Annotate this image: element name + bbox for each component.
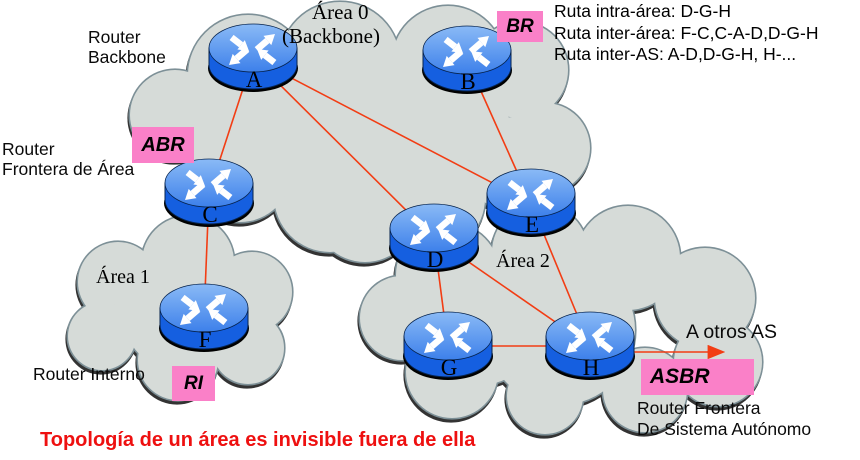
area1-title: Área 1 (96, 266, 150, 288)
router-e: E (486, 169, 576, 237)
area0-title: Área 0 (312, 0, 369, 24)
area-border-router-label: Router Frontera de Área (2, 139, 134, 179)
router-label: B (460, 69, 475, 94)
route-inter-as: Ruta inter-AS: A-D,D-G-H, H-... (554, 44, 797, 64)
route-intra-area: Ruta intra-área: D-G-H (554, 1, 731, 21)
router-label: G (441, 355, 458, 380)
asbr-router-label: Router Frontera De Sistema Autónomo (637, 398, 811, 440)
router-d: D (389, 204, 479, 272)
router-label: D (427, 247, 444, 272)
external-as-label: A otros AS (686, 321, 778, 343)
router-label: E (525, 212, 539, 237)
router-label: A (246, 67, 263, 92)
area2-title: Área 2 (496, 250, 550, 272)
bottom-note: Topología de un área es invisible fuera … (40, 429, 476, 451)
asbr-router-label-line2: De Sistema Autónomo (637, 419, 812, 439)
router-f: F (159, 284, 249, 352)
area-border-router-label-line1: Router (2, 139, 55, 159)
route-inter-area: Ruta inter-área: F-C,C-A-D,D-G-H (554, 22, 819, 43)
area-border-router-label-line2: Frontera de Área (2, 159, 135, 179)
area0-subtitle: (Backbone) (282, 24, 380, 48)
router-label: H (583, 355, 600, 380)
backbone-router-label-line1: Router (88, 27, 141, 47)
asbr-router-label-line1: Router Frontera (637, 398, 761, 418)
link-a-d (252, 57, 435, 239)
router-h: H (545, 312, 635, 380)
router-b: B (422, 26, 512, 94)
backbone-router-label-line2: Backbone (88, 47, 166, 67)
router-label: F (199, 327, 212, 352)
router-g: G (403, 312, 493, 380)
router-c: C (164, 159, 254, 227)
internal-router-label: Router Interno (33, 364, 145, 384)
backbone-router-label: Router Backbone (88, 27, 166, 67)
router-label: C (202, 202, 217, 227)
asbr-badge: ASBR (641, 359, 754, 395)
abr-badge: ABR (132, 127, 194, 163)
link-a-e (252, 57, 532, 204)
router-a: A (208, 24, 298, 92)
ri-badge: RI (172, 366, 215, 401)
br-badge: BR (497, 11, 543, 42)
route-summary: Ruta intra-área: D-G-H Ruta inter-área: … (554, 1, 818, 66)
